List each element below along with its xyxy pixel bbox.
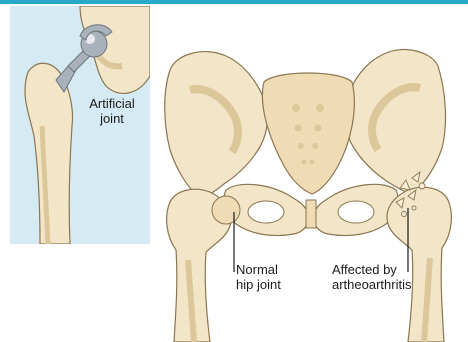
- right-obturator-foramen: [338, 201, 374, 223]
- normal-hip-joint-label: Normal hip joint: [236, 262, 298, 292]
- affected-joint-label: Affected by artheoarthritis: [332, 262, 432, 292]
- left-iliac-wing: [165, 52, 268, 197]
- artificial-joint-label: Artificial joint: [80, 96, 144, 126]
- left-obturator-foramen: [248, 201, 284, 223]
- artificial-joint-label-line-2: joint: [80, 111, 144, 126]
- normal-hip-joint-label-line-1: Normal: [236, 262, 298, 277]
- pubic-symphysis: [306, 200, 316, 228]
- normal-hip-joint-label-line-2: hip joint: [236, 277, 298, 292]
- right-iliac-wing: [344, 50, 445, 193]
- artificial-joint-label-line-1: Artificial: [80, 96, 144, 111]
- left-femoral-head: [212, 196, 240, 224]
- affected-joint-label-line-2: artheoarthritis: [332, 277, 432, 292]
- sacrum: [262, 73, 354, 194]
- affected-joint-label-line-1: Affected by: [332, 262, 432, 277]
